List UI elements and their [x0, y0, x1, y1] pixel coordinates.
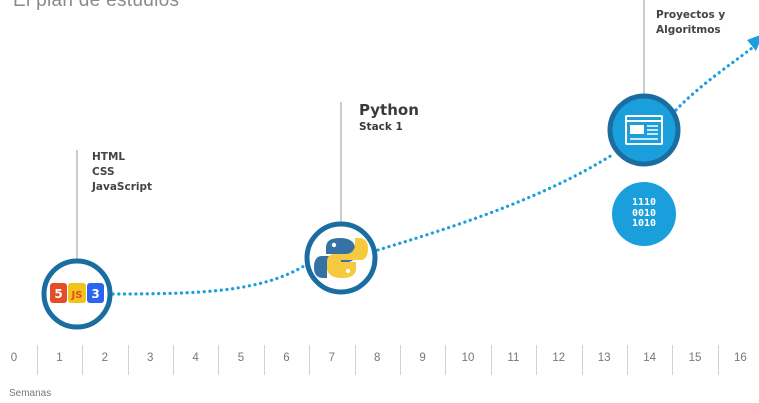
- axis-separator: [82, 345, 83, 375]
- web-line-js: JavaScript: [92, 181, 153, 193]
- web-stage-label: HTML CSS JavaScript: [92, 150, 152, 195]
- diagram-title: El plan de estudios: [13, 0, 180, 11]
- axis-separator: [445, 345, 446, 375]
- axis-separator: [582, 345, 583, 375]
- axis-tick-label: 13: [597, 352, 611, 364]
- axis-separator: [491, 345, 492, 375]
- svg-text:3: 3: [91, 287, 99, 301]
- svg-text:JS: JS: [71, 290, 83, 301]
- axis-separator: [264, 345, 265, 375]
- axis-tick-label: 15: [688, 352, 702, 364]
- python-stage-label: Python Stack 1: [359, 100, 419, 135]
- axis-separator: [37, 345, 38, 375]
- axis-label: Semanas: [9, 388, 52, 399]
- binary-row-3: 1010: [631, 218, 657, 230]
- axis-tick-label: 0: [10, 352, 18, 364]
- axis-tick-label: 2: [101, 352, 108, 364]
- projects-stage-label: Proyectos y Algoritmos: [656, 8, 725, 38]
- axis-tick-label: 1: [56, 352, 63, 364]
- svg-text:5: 5: [54, 287, 62, 301]
- binary-row-1: 1110: [631, 197, 657, 209]
- axis-separator: [128, 345, 129, 375]
- python-icon: [314, 238, 368, 278]
- axis-tick-label: 11: [507, 352, 520, 364]
- axis-tick-label: 6: [283, 352, 290, 364]
- html-css-js-icon: 5 JS 3: [50, 283, 104, 303]
- axis-separator: [718, 345, 719, 375]
- axis-tick-label: 10: [461, 352, 475, 364]
- python-stage-badge: [304, 221, 378, 295]
- projects-line-2: Algoritmos: [656, 24, 721, 36]
- web-line-html: HTML: [92, 151, 126, 163]
- binary-badge: 1110 0010 1010: [612, 182, 676, 246]
- axis-tick-label: 7: [328, 352, 335, 364]
- axis-tick-label: 14: [643, 352, 656, 364]
- axis-separator: [355, 345, 356, 375]
- axis-tick-label: 4: [192, 352, 199, 364]
- axis-separator: [218, 345, 219, 375]
- binary-row-2: 0010: [631, 207, 657, 219]
- axis-tick-label: 3: [146, 352, 154, 364]
- progress-path: [111, 46, 754, 296]
- projects-line-1: Proyectos y: [656, 9, 726, 21]
- axis-tick-label: 9: [419, 352, 426, 364]
- python-subtitle: Stack 1: [359, 121, 403, 133]
- axis-tick-label: 12: [552, 352, 566, 364]
- axis-separator: [536, 345, 537, 375]
- axis-separator: [400, 345, 401, 375]
- axis-separator: [672, 345, 673, 375]
- axis-tick-label: 5: [237, 352, 245, 364]
- projects-stage-badge: [607, 93, 681, 167]
- axis-tick-label: 8: [373, 352, 381, 364]
- arrowhead-icon: [747, 35, 759, 51]
- axis-separator: [309, 345, 310, 375]
- axis-tick-label: 16: [733, 352, 747, 364]
- axis-separator: [173, 345, 174, 375]
- python-title: Python: [359, 101, 419, 119]
- web-stage-badge: 5 JS 3: [41, 258, 113, 330]
- axis-separator: [627, 345, 628, 375]
- browser-window-icon: [625, 115, 663, 145]
- web-line-css: CSS: [92, 166, 115, 178]
